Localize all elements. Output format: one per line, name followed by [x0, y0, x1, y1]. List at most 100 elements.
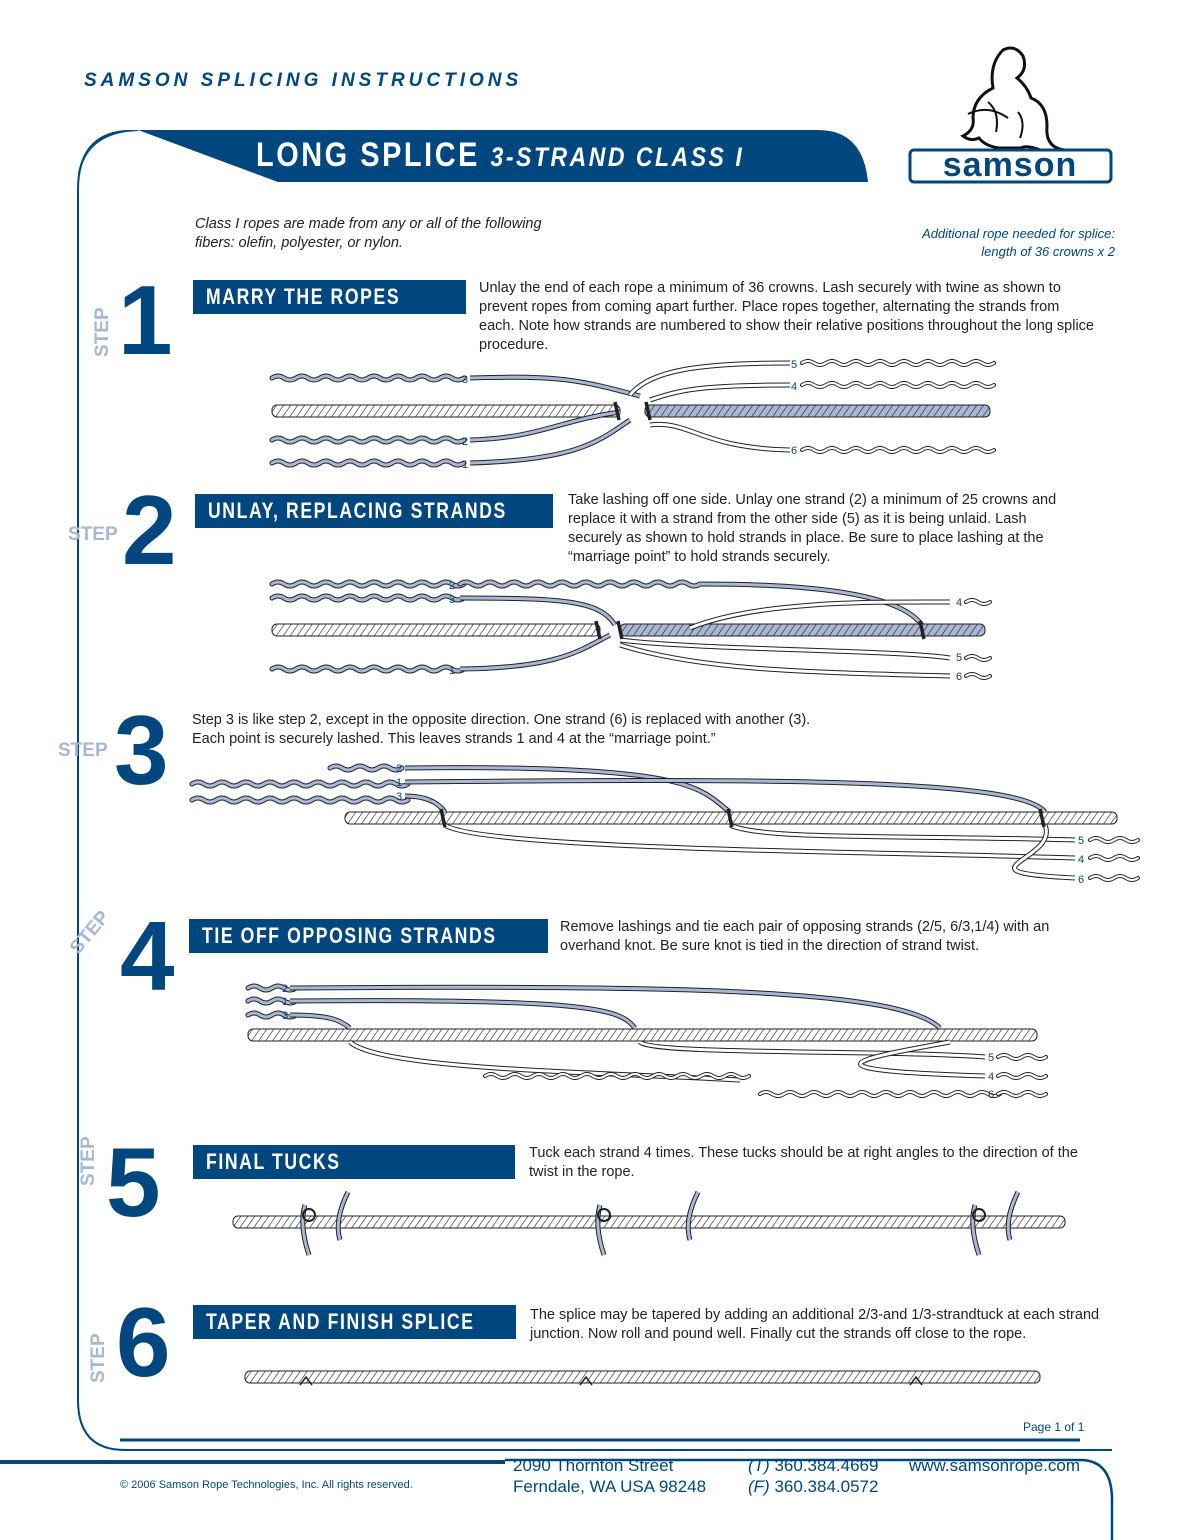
phone-number: 360.384.4669 — [774, 1456, 879, 1475]
series-title: SAMSON SPLICING INSTRUCTIONS — [84, 70, 523, 91]
strand — [689, 600, 951, 630]
rope — [247, 1028, 1038, 1042]
strand — [289, 999, 637, 1029]
strand — [270, 374, 466, 382]
strand-number: 2 — [396, 763, 402, 775]
strand-number: 6 — [791, 445, 797, 457]
strand-number: 6 — [956, 671, 962, 683]
step-text: Take lashing off one side. Unlay one str… — [568, 492, 1057, 565]
strand — [759, 1091, 1001, 1097]
strand — [190, 780, 410, 788]
strand-number: 2 — [282, 983, 288, 995]
strand-outline — [289, 984, 942, 1030]
strand — [469, 418, 631, 465]
lashing — [613, 401, 621, 421]
strand — [246, 1011, 298, 1019]
strand-number: 3 — [396, 791, 402, 803]
strand — [190, 796, 410, 804]
fax-number: 360.384.0572 — [774, 1477, 879, 1496]
step-number: 2 — [122, 475, 177, 585]
strand — [965, 655, 991, 661]
strand-number: 6 — [988, 1089, 994, 1101]
strand — [801, 447, 995, 453]
lashing — [726, 808, 734, 828]
step-heading: TIE OFF OPPOSING STRANDS — [189, 919, 548, 953]
website-link[interactable]: www.samsonrope.com — [909, 1456, 1081, 1475]
step-label: STEP — [88, 1333, 109, 1383]
strand — [459, 633, 611, 671]
phone-fax: (T) 360.384.4669 (F) 360.384.0572 — [748, 1455, 878, 1497]
taper — [909, 1375, 923, 1386]
strand — [404, 766, 731, 814]
strand — [246, 997, 298, 1005]
title-main: LONG SPLICE — [256, 136, 480, 174]
strand — [484, 1073, 750, 1079]
strand — [1006, 1191, 1020, 1241]
strand — [289, 1013, 351, 1030]
page-title: LONG SPLICE 3-STRAND CLASS I — [256, 136, 744, 175]
rope — [271, 623, 601, 637]
strand-number: 2 — [449, 580, 455, 592]
strand — [328, 764, 404, 772]
intro-text: Class I ropes are made from any or all o… — [195, 215, 635, 253]
strand-number: 4 — [1078, 854, 1084, 866]
rope — [244, 1370, 1041, 1384]
step-number: 1 — [118, 265, 173, 375]
title-subtitle: 3-STRAND CLASS I — [490, 142, 745, 172]
step-heading-text: MARRY THE ROPES — [206, 284, 401, 309]
lashing — [594, 620, 602, 640]
step-heading: TAPER AND FINISH SPLICE — [193, 1305, 516, 1339]
strand — [649, 383, 791, 402]
strand-number: 3 — [462, 374, 468, 386]
rope — [271, 404, 621, 418]
strand — [301, 1204, 311, 1256]
strand — [444, 823, 1076, 860]
intro-line: Class I ropes are made from any or all o… — [195, 216, 542, 232]
phone-label: (T) — [748, 1456, 770, 1475]
fax-label: (F) — [748, 1477, 770, 1496]
strand — [270, 594, 466, 602]
strand — [348, 1040, 741, 1082]
rope — [232, 1215, 1066, 1229]
step-heading-text: UNLAY, REPLACING STRANDS — [208, 498, 507, 523]
strand-number: 1 — [449, 665, 455, 677]
strand — [270, 436, 466, 444]
strand — [638, 1040, 986, 1059]
step-heading: FINAL TUCKS — [193, 1145, 515, 1179]
strand-number: 1 — [396, 777, 402, 789]
strand-number: 1 — [282, 996, 288, 1008]
strand-number: 5 — [988, 1052, 994, 1064]
step-number: 5 — [106, 1127, 161, 1237]
strand — [649, 422, 791, 452]
intro-line: fibers: olefin, polyester, or nylon. — [195, 235, 403, 251]
strand-number: 3 — [282, 1010, 288, 1022]
step-number: 3 — [114, 695, 169, 805]
strand-number: 4 — [956, 597, 962, 609]
strand — [965, 599, 991, 605]
strand — [997, 1054, 1047, 1060]
copyright: © 2006 Samson Rope Technologies, Inc. Al… — [120, 1479, 413, 1491]
tuck-loop — [972, 1208, 986, 1222]
step-number: 6 — [116, 1287, 171, 1397]
strand-number: 3 — [449, 594, 455, 606]
strand — [729, 823, 1076, 842]
taper — [299, 1375, 313, 1386]
strand — [469, 375, 641, 398]
strand — [1089, 837, 1139, 843]
strand — [270, 580, 466, 588]
strand — [628, 361, 791, 396]
step-heading-text: TAPER AND FINISH SPLICE — [206, 1309, 475, 1334]
tuck-loop — [597, 1208, 611, 1222]
lashing — [918, 620, 926, 640]
title-banner — [78, 130, 868, 182]
address-city: Ferndale, WA USA 98248 — [513, 1477, 707, 1496]
strand — [459, 596, 617, 626]
strand-number: 1 — [462, 459, 468, 471]
strand-number: 2 — [462, 436, 468, 448]
strand — [965, 673, 991, 679]
step-label: STEP — [68, 524, 118, 545]
lashing — [616, 620, 624, 640]
strand — [246, 984, 298, 992]
strand — [619, 638, 951, 660]
